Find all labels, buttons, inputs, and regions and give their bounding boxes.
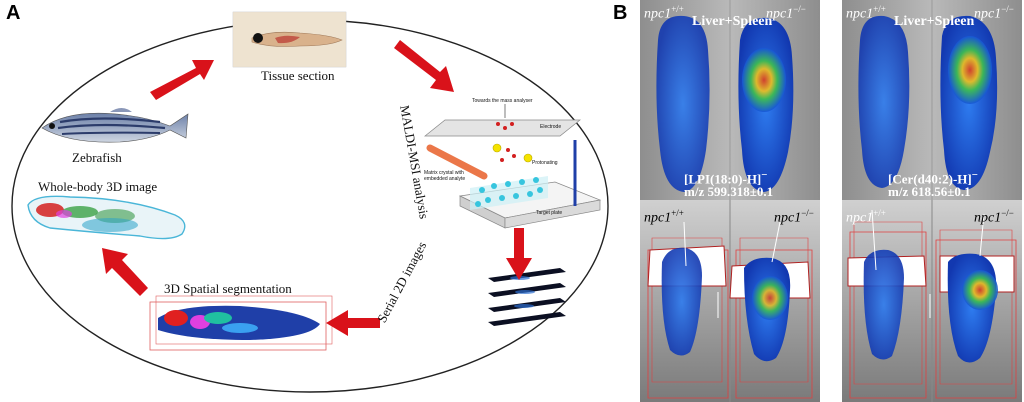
right-bottom-wt-label: npc1+/+ bbox=[846, 208, 886, 226]
right-ion-label: [Cer(d40:2)-H]− bbox=[888, 169, 978, 187]
right-bottom-ko-label: npc1−/− bbox=[974, 208, 1014, 226]
panel-b-left-image bbox=[640, 0, 820, 402]
panel-b-letter: B bbox=[613, 2, 628, 24]
maldi-label-top: Towards the mass analyser bbox=[472, 98, 533, 104]
label-zebrafish: Zebrafish bbox=[72, 150, 122, 165]
label-segmentation: 3D Spatial segmentation bbox=[164, 281, 292, 296]
whole-body-3d-image bbox=[27, 195, 186, 240]
maldi-label-electrode: Electrode bbox=[540, 124, 562, 130]
left-bottom-ko-label: npc1−/− bbox=[774, 208, 814, 226]
panel-a-letter: A bbox=[6, 2, 21, 24]
arrow-tissue-to-maldi bbox=[394, 40, 454, 92]
left-tissue-label: Liver+Spleen bbox=[692, 14, 773, 29]
arrow-segmentation-to-wholebody bbox=[102, 248, 148, 296]
label-whole-body: Whole-body 3D image bbox=[38, 179, 158, 194]
panel-b-right-image bbox=[842, 0, 1022, 402]
left-top-wt-label: npc1+/+ bbox=[644, 4, 684, 22]
panel-a-diagram bbox=[11, 11, 609, 393]
left-ion-label: [LPI(18:0)-H]− bbox=[684, 169, 768, 187]
maldi-label-protonating: Protonating bbox=[532, 160, 558, 166]
flow-arrows bbox=[102, 40, 532, 336]
right-top-wt-label: npc1+/+ bbox=[846, 4, 886, 22]
right-top-ko-label: npc1−/− bbox=[974, 4, 1014, 22]
left-mz-label: m/z 599.318±0.1 bbox=[684, 184, 774, 199]
zebrafish-image bbox=[41, 108, 189, 143]
serial-2d-images bbox=[488, 268, 566, 326]
arrow-fish-to-tissue bbox=[150, 60, 214, 100]
label-tissue-section: Tissue section bbox=[261, 68, 335, 83]
left-bottom-wt-label: npc1+/+ bbox=[644, 208, 684, 226]
segmentation-image bbox=[149, 295, 333, 351]
maldi-inset bbox=[424, 104, 602, 229]
arrow-maldi-to-serial bbox=[506, 228, 532, 280]
tissue-section-image bbox=[232, 11, 347, 68]
arrow-serial-to-segmentation bbox=[326, 310, 380, 336]
right-mz-label: m/z 618.56±0.1 bbox=[888, 184, 971, 199]
right-tissue-label: Liver+Spleen bbox=[894, 14, 975, 29]
left-top-ko-label: npc1−/− bbox=[766, 4, 806, 22]
maldi-label-target: Target plate bbox=[536, 210, 563, 216]
maldi-label-matrix: Matrix crystal with embedded analyte bbox=[424, 170, 466, 182]
